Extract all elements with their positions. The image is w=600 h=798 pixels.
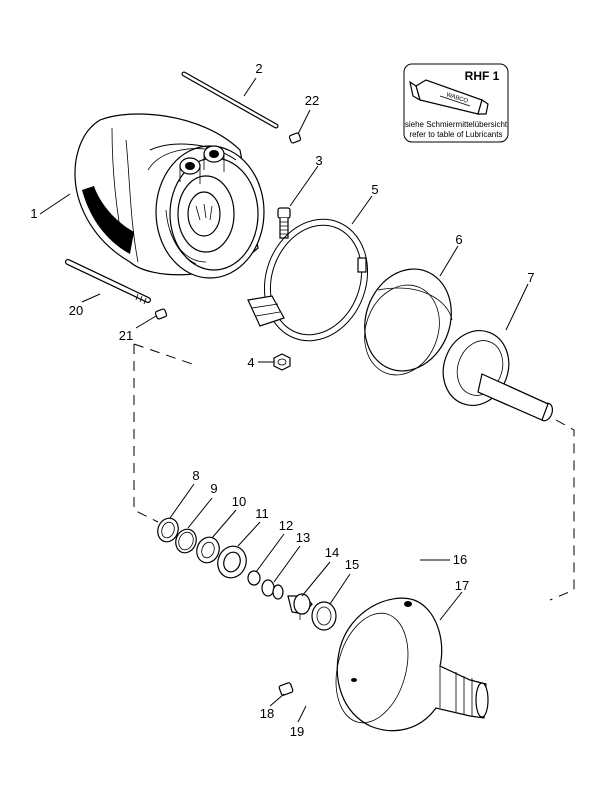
- callout-3: 3: [315, 153, 322, 168]
- callout-19: 19: [290, 724, 304, 739]
- callout-13: 13: [296, 530, 310, 545]
- dashed-line-right: [549, 419, 575, 601]
- callout-11: 11: [255, 506, 269, 521]
- callout-10: 10: [232, 494, 246, 509]
- part-19-elbow-pipe: [294, 690, 328, 705]
- callout-numbers: 1 2 3 4 5 6 7 8 9 10 11 12 13 14 15 16 1…: [30, 61, 534, 739]
- part-20-stud: [65, 259, 151, 305]
- part-1-cylinder-housing: [72, 106, 265, 279]
- part-7-pressure-plate: [442, 330, 554, 422]
- lubricant-box: RHF 1 WABCO siehe Schmiermittelübersicht…: [403, 63, 509, 143]
- part-13-washer: [261, 579, 284, 600]
- callout-12: 12: [279, 518, 293, 533]
- lubricant-code: RHF 1: [465, 69, 500, 83]
- part-15-ring: [311, 601, 337, 631]
- callout-5: 5: [371, 182, 378, 197]
- dashed-line-top-left: [133, 343, 199, 367]
- part-2-rod: [181, 71, 279, 129]
- callout-9: 9: [210, 481, 217, 496]
- callout-1: 1: [30, 206, 37, 221]
- part-14-adjuster: [287, 593, 313, 620]
- lubricant-tube-icon: WABCO: [409, 79, 489, 115]
- part-21-nut: [154, 308, 168, 320]
- part-10-ring: [196, 536, 220, 564]
- callout-16: 16: [453, 552, 467, 567]
- callout-17: 17: [455, 578, 469, 593]
- part-11-bearing: [217, 545, 247, 579]
- part-17-housing: [335, 597, 489, 732]
- part-12-nut: [247, 570, 261, 586]
- lubricant-text-de: siehe Schmiermittelübersicht: [405, 120, 508, 129]
- part-9-ring: [175, 528, 197, 554]
- part-22-nut: [288, 132, 302, 144]
- callout-14: 14: [325, 545, 339, 560]
- callout-7: 7: [527, 270, 534, 285]
- callout-2: 2: [255, 61, 262, 76]
- part-5-clamp-ring: [247, 218, 369, 342]
- lubricant-box-frame: [403, 63, 509, 143]
- dashed-line-left: [133, 344, 159, 523]
- callout-6: 6: [455, 232, 462, 247]
- callout-21: 21: [119, 328, 133, 343]
- lubricant-text-en: refer to table of Lubricants: [410, 130, 503, 139]
- part-4-hex-nut: [273, 353, 291, 371]
- part-18-plug: [278, 682, 294, 696]
- leader-lines: [39, 77, 529, 723]
- part-6-diaphragm: [364, 268, 453, 376]
- callout-4: 4: [247, 355, 254, 370]
- callout-20: 20: [69, 303, 83, 318]
- part-8-ring: [157, 517, 179, 543]
- part-16-elbow: [385, 545, 417, 577]
- callout-15: 15: [345, 557, 359, 572]
- callout-18: 18: [260, 706, 274, 721]
- callout-22: 22: [305, 93, 319, 108]
- callout-8: 8: [192, 468, 199, 483]
